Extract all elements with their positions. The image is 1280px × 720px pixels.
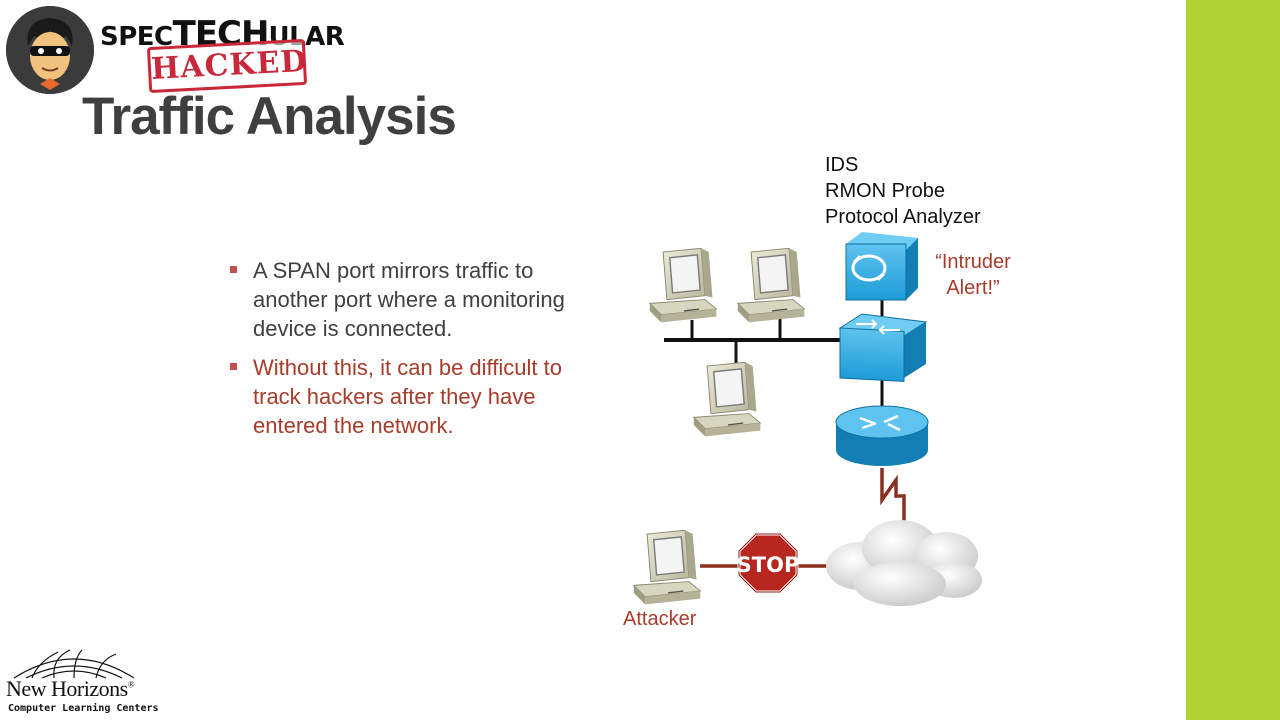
bullet-item: Without this, it can be difficult to tra… — [230, 353, 610, 440]
intruder-alert-line1: “Intruder — [935, 251, 1011, 273]
attacker-label: Attacker — [623, 608, 697, 630]
stop-sign-text: STOP — [737, 553, 800, 577]
router-icon — [835, 405, 929, 466]
bullet-text: Without this, it can be difficult to tra… — [253, 355, 562, 438]
intruder-alert-line2: Alert!” — [946, 277, 1000, 299]
new-horizons-wordmark: New Horizons® — [6, 676, 135, 702]
workstation-icon — [737, 248, 806, 324]
accent-side-bar — [1186, 0, 1280, 720]
network-diagram: STOP — [633, 232, 982, 606]
new-horizons-globe-icon — [13, 649, 135, 679]
hacker-mascot-logo — [6, 6, 94, 94]
device-label-ids: IDS — [825, 154, 859, 176]
bullet-text: A SPAN port mirrors traffic to another p… — [253, 258, 565, 341]
attacker-computer-icon — [633, 530, 702, 606]
network-switch-icon — [838, 313, 928, 382]
ids-appliance-icon — [845, 232, 918, 301]
stop-sign-icon: STOP — [737, 532, 800, 594]
device-label-analyzer: Protocol Analyzer — [825, 206, 981, 228]
registered-mark: ® — [127, 679, 135, 690]
monitoring-device-labels: IDS RMON Probe Protocol Analyzer — [825, 152, 981, 230]
new-horizons-subtitle: Computer Learning Centers — [8, 703, 159, 714]
internet-cloud-icon — [826, 520, 982, 606]
bullet-item: A SPAN port mirrors traffic to another p… — [230, 256, 610, 343]
slide-title: Traffic Analysis — [82, 87, 457, 146]
device-label-rmon: RMON Probe — [825, 180, 946, 202]
workstation-icon — [693, 362, 762, 438]
bullet-marker — [230, 266, 237, 273]
bullet-list: A SPAN port mirrors traffic to another p… — [230, 256, 610, 450]
bullet-marker — [230, 363, 237, 370]
new-horizons-name: New Horizons — [6, 676, 128, 701]
intruder-alert-label: “Intruder Alert!” — [918, 249, 1028, 301]
wan-serial-link — [880, 468, 906, 522]
workstation-icon — [649, 248, 718, 324]
